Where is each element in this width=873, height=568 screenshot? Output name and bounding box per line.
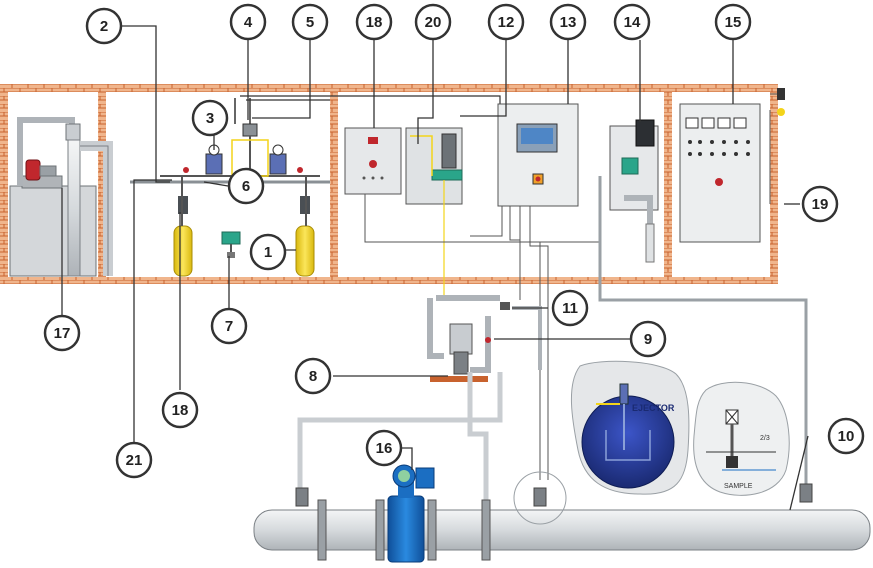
gas-leak-detector xyxy=(221,231,241,245)
callout-number: 9 xyxy=(644,331,652,348)
callout-number: 12 xyxy=(498,14,515,31)
electrical-room xyxy=(679,88,785,243)
fraction-label: 2/3 xyxy=(760,435,770,442)
callout-8: 8 xyxy=(294,357,332,395)
callout-number: 17 xyxy=(54,325,71,342)
callout-18: 18 xyxy=(161,391,199,429)
callout-15: 15 xyxy=(714,3,752,41)
callout-number: 6 xyxy=(242,178,250,195)
sample-inset: 2/3 SAMPLE xyxy=(693,381,790,496)
vacuum-regulator-left xyxy=(205,153,223,175)
detail-magnifier xyxy=(513,471,567,525)
control-room xyxy=(344,103,659,480)
callout-number: 1 xyxy=(264,244,272,261)
magnetic-flowmeter xyxy=(387,464,435,563)
callout-number: 2 xyxy=(100,18,108,35)
callout-number: 10 xyxy=(838,428,855,445)
callout-14: 14 xyxy=(613,3,651,41)
callout-4: 4 xyxy=(229,3,267,41)
ejector-inset: EJECTOR xyxy=(571,360,690,495)
callout-number: 16 xyxy=(376,440,393,457)
callout-20: 20 xyxy=(414,3,452,41)
callout-number: 3 xyxy=(206,110,214,127)
callout-number: 11 xyxy=(562,300,578,317)
callout-16: 16 xyxy=(365,429,403,467)
chlorine-cylinder-right xyxy=(295,225,315,277)
callout-number: 18 xyxy=(366,14,383,31)
booster-pump-skid xyxy=(297,295,542,500)
callout-5: 5 xyxy=(291,3,329,41)
callout-number: 4 xyxy=(244,14,253,31)
callout-18: 18 xyxy=(355,3,393,41)
pump-motor-icon xyxy=(25,159,41,181)
chlorine-cylinder-left xyxy=(173,225,193,277)
callout-number: 19 xyxy=(812,196,829,213)
callout-number: 14 xyxy=(624,14,641,31)
callout-12: 12 xyxy=(487,3,525,41)
callout-11: 11 xyxy=(551,289,589,327)
callout-number: 13 xyxy=(560,14,577,31)
booster-pump xyxy=(449,323,473,355)
callout-17: 17 xyxy=(43,314,81,352)
callout-3: 3 xyxy=(191,99,229,137)
callout-10: 10 xyxy=(827,417,865,455)
callout-number: 15 xyxy=(725,14,742,31)
callout-6: 6 xyxy=(227,167,265,205)
chlorine-room xyxy=(130,95,501,277)
main-water-pipe xyxy=(253,487,871,561)
callout-number: 21 xyxy=(126,452,143,469)
callout-number: 5 xyxy=(306,14,314,31)
callout-number: 8 xyxy=(309,368,317,385)
chemical-tank-room xyxy=(9,117,113,277)
callout-number: 18 xyxy=(172,402,189,419)
callout-2: 2 xyxy=(85,7,123,45)
callout-19: 19 xyxy=(801,185,839,223)
callout-21: 21 xyxy=(115,441,153,479)
sample-line xyxy=(598,176,808,490)
callout-number: 20 xyxy=(425,14,442,31)
ejector-label: EJECTOR xyxy=(632,403,675,413)
callout-1: 1 xyxy=(249,233,287,271)
callout-9: 9 xyxy=(629,320,667,358)
callout-7: 7 xyxy=(210,307,248,345)
sample-label: SAMPLE xyxy=(724,483,753,490)
callout-number: 7 xyxy=(225,318,233,335)
callout-13: 13 xyxy=(549,3,587,41)
vacuum-regulator-right xyxy=(269,153,287,175)
analyzer-controller xyxy=(497,103,579,207)
